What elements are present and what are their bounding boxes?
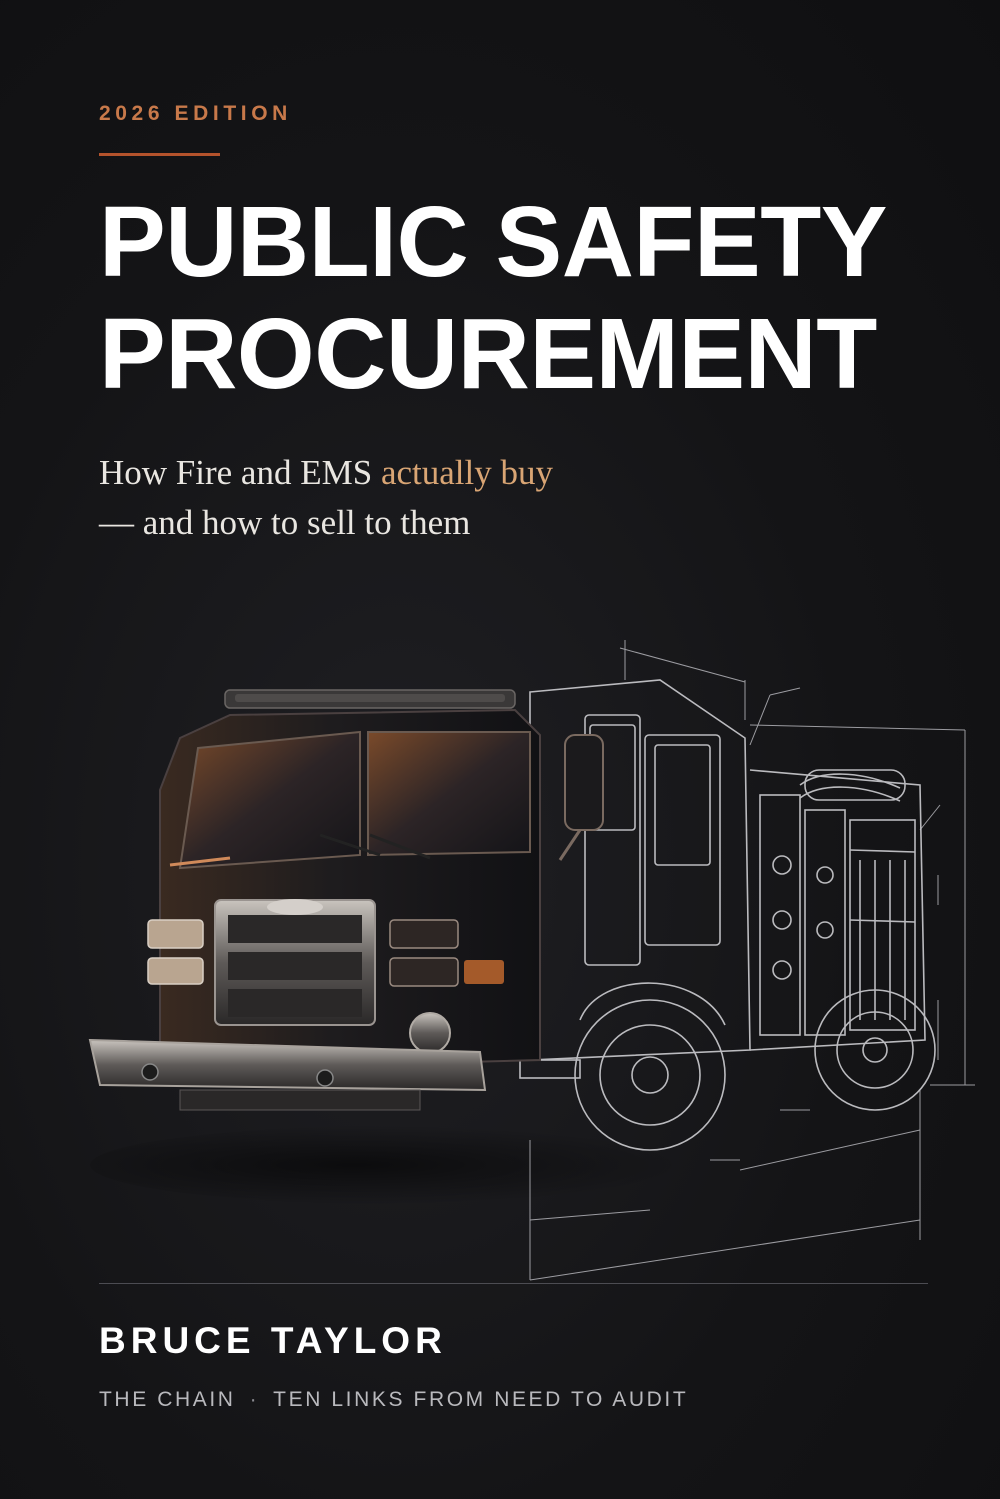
fire-truck-blueprint-icon <box>88 640 975 1281</box>
series-separator: · <box>249 1388 260 1411</box>
book-subtitle: How Fire and EMS actually buy — and how … <box>99 448 799 548</box>
bottom-divider <box>99 1283 928 1284</box>
subtitle-accent: actually buy <box>380 453 553 492</box>
series-tagline: TEN LINKS FROM NEED TO AUDIT <box>273 1388 689 1411</box>
title-line-2: PROCUREMENT <box>99 298 877 410</box>
edition-label: 2026 EDITION <box>99 102 292 125</box>
series-line: THE CHAIN · TEN LINKS FROM NEED TO AUDIT <box>99 1388 688 1412</box>
series-name: THE CHAIN <box>99 1388 236 1411</box>
subtitle-part-1: How Fire and EMS <box>99 453 381 492</box>
book-title: PUBLIC SAFETY PROCUREMENT <box>99 186 979 410</box>
subtitle-line-2: — and how to sell to them <box>99 503 471 542</box>
edition-divider <box>99 153 220 156</box>
title-line-1: PUBLIC SAFETY <box>99 186 887 298</box>
author-name: BRUCE TAYLOR <box>99 1320 447 1361</box>
